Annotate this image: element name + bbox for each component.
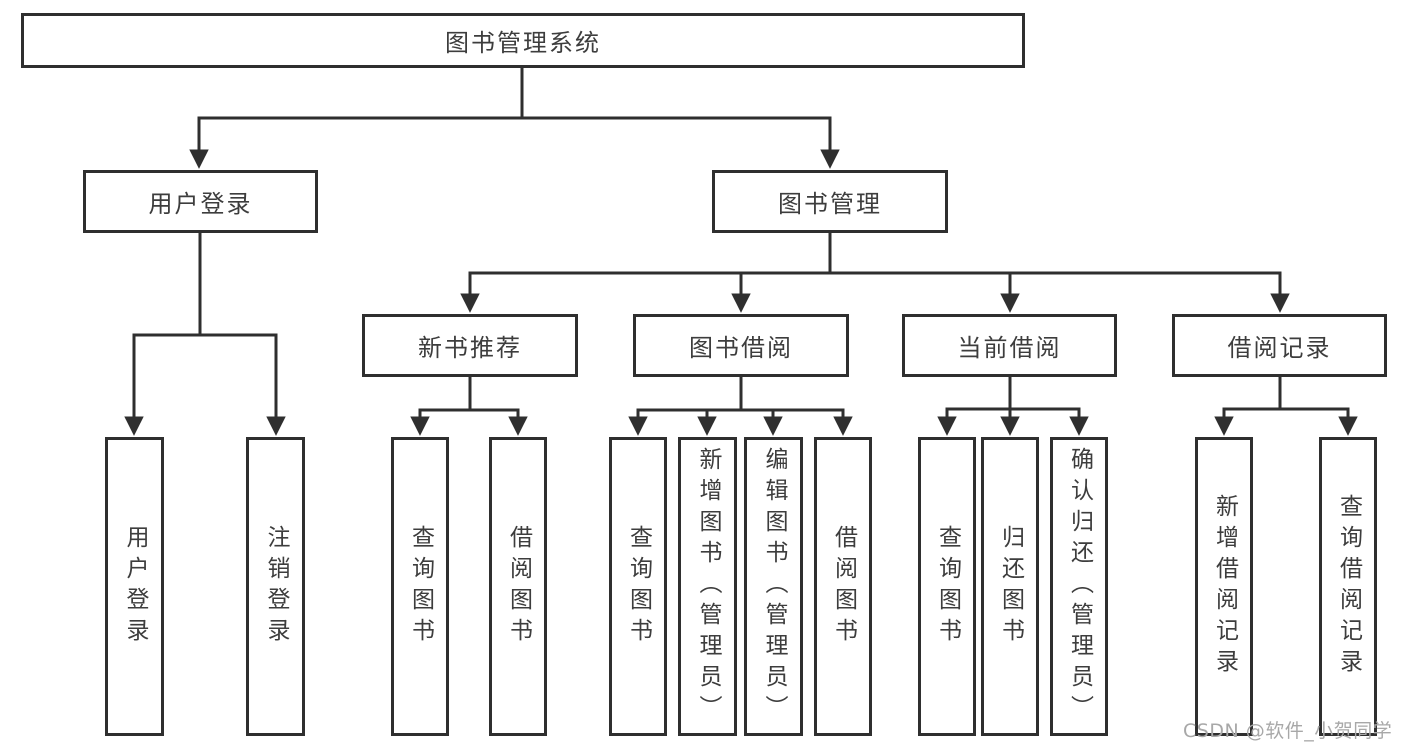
node-new-book-recommend: 新书推荐 — [362, 314, 578, 377]
leaf-records-query-record: 查询借阅记录 — [1319, 437, 1377, 736]
node-borrow-records: 借阅记录 — [1172, 314, 1387, 377]
node-root: 图书管理系统 — [21, 13, 1025, 68]
leaf-borrowing-query-book: 查询图书 — [609, 437, 667, 736]
watermark: CSDN @软件_小贺同学 — [1183, 720, 1393, 742]
leaf-recommend-query-book: 查询图书 — [391, 437, 449, 736]
leaf-borrowing-borrow-book: 借阅图书 — [814, 437, 872, 736]
leaf-current-confirm-return-admin: 确认归还（管理员） — [1050, 437, 1108, 736]
leaf-current-query-book: 查询图书 — [918, 437, 976, 736]
node-current-borrowing: 当前借阅 — [902, 314, 1117, 377]
leaf-borrowing-add-book-admin: 新增图书（管理员） — [678, 437, 737, 736]
leaf-logout: 注销登录 — [246, 437, 305, 736]
leaf-user-login: 用户登录 — [105, 437, 164, 736]
node-book-borrowing: 图书借阅 — [633, 314, 849, 377]
leaf-borrowing-edit-book-admin: 编辑图书（管理员） — [744, 437, 803, 736]
leaf-recommend-borrow-book: 借阅图书 — [489, 437, 547, 736]
node-book-management: 图书管理 — [712, 170, 948, 233]
leaf-current-return-book: 归还图书 — [981, 437, 1039, 736]
node-user-login: 用户登录 — [83, 170, 318, 233]
leaf-records-add-record: 新增借阅记录 — [1195, 437, 1253, 736]
